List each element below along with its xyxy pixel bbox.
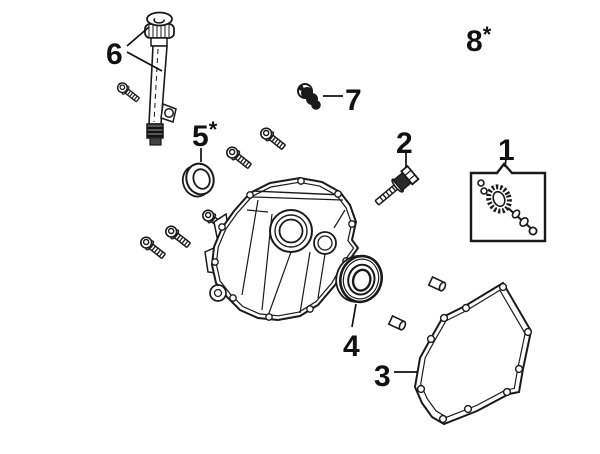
callout-1-leader (504, 158, 507, 168)
callout-5: 5* (192, 117, 218, 153)
callout-8: 8* (466, 22, 492, 58)
flange-bolt (114, 80, 142, 105)
bolt-7 (297, 83, 321, 110)
flange-bolt (257, 125, 288, 153)
gasket-3 (413, 281, 533, 426)
callout-4: 4 (343, 330, 360, 363)
flange-bolt (223, 144, 254, 172)
callout-7: 7 (345, 84, 362, 117)
governor-kit-box (469, 162, 547, 243)
callout-4-leader (351, 303, 357, 328)
dowel-pin (427, 275, 447, 292)
callout-leaders (126, 26, 507, 373)
flange-bolt (137, 234, 168, 262)
callout-2: 2 (396, 127, 413, 160)
flange-bolt (162, 223, 193, 251)
oil-seal-5 (181, 162, 215, 198)
callout-1: 1 (498, 134, 515, 167)
bearing-4 (335, 254, 383, 304)
dipstick-tube (144, 11, 177, 146)
callout-6: 6 (106, 38, 123, 71)
callout-6-leader-cap (126, 26, 150, 47)
crankcase-cover (204, 176, 360, 322)
dowel-pin (387, 314, 407, 331)
callout-3: 3 (374, 360, 391, 393)
drain-bolt-2 (374, 164, 420, 206)
callout-6-leader-tube (126, 51, 163, 72)
